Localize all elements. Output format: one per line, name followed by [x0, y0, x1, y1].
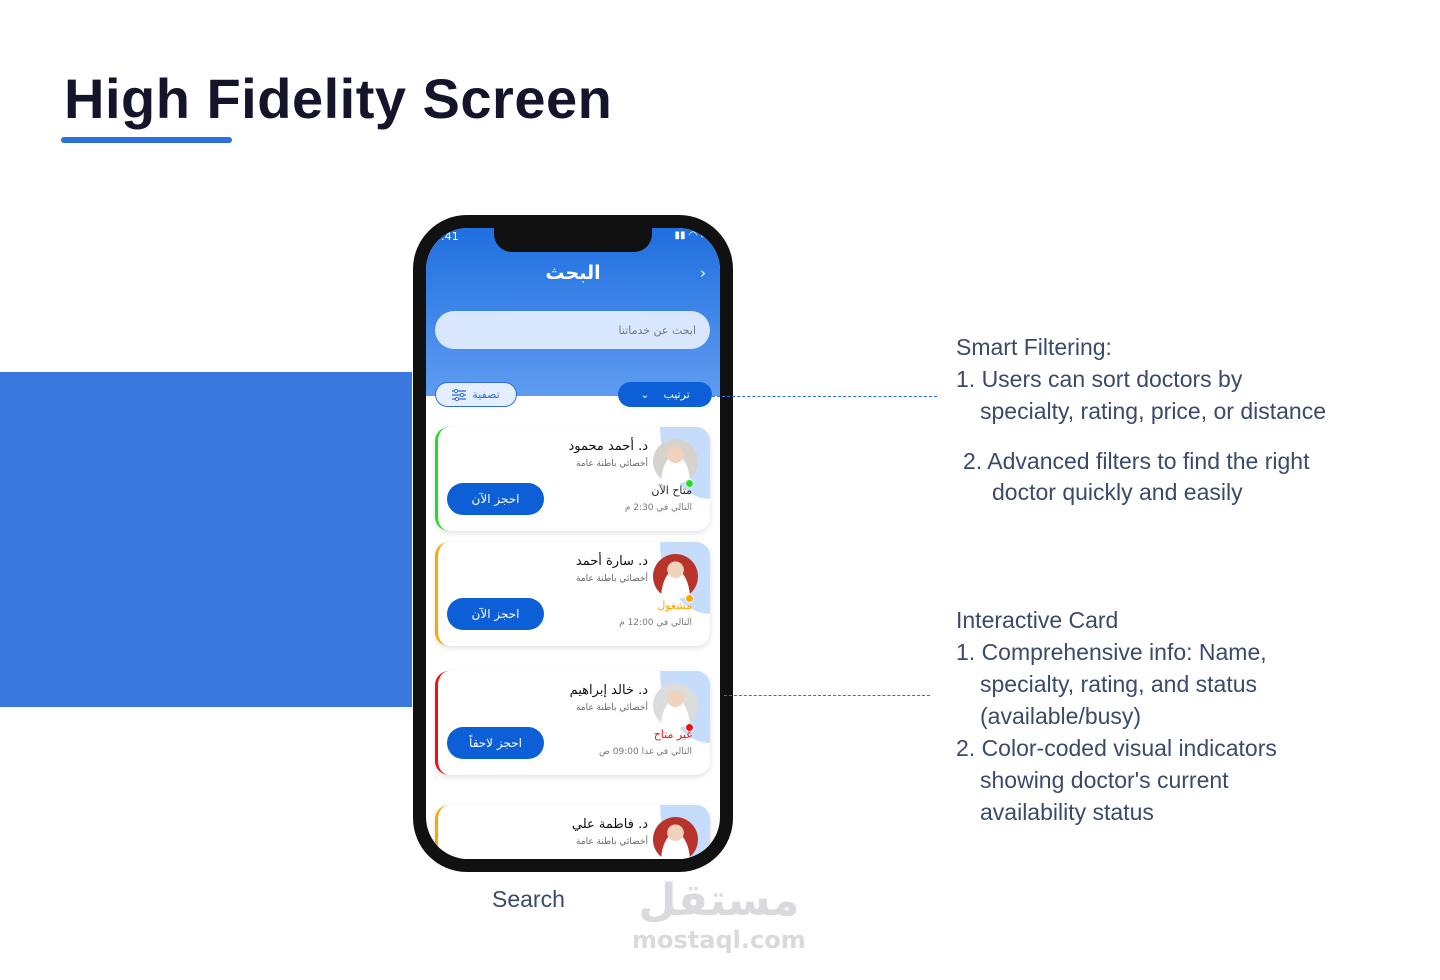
chevron-down-icon: ⌄	[640, 388, 650, 401]
book-button[interactable]: احجز لاحقاً	[447, 727, 544, 759]
book-button[interactable]: احجز الآن	[447, 483, 544, 515]
availability-status: مشغول	[657, 599, 692, 612]
next-slot: التالي في 2:30 م	[624, 503, 692, 513]
status-dot	[685, 594, 694, 603]
note-smart-filtering: Smart Filtering: 1. Users can sort docto…	[956, 334, 1327, 505]
availability-status: متاح الآن	[651, 484, 692, 497]
screen-caption: Search	[492, 886, 565, 912]
doctor-specialty: أخصائي باطنة عامة	[575, 703, 648, 713]
status-dot	[685, 857, 694, 859]
header-title: البحث	[545, 262, 601, 284]
note-interactive-card: Interactive Card 1. Comprehensive info: …	[956, 607, 1277, 825]
doctor-card[interactable]: د. خالد إبراهيم أخصائي باطنة عامة غير متا…	[435, 671, 710, 775]
sort-dropdown[interactable]: ⌄ ترتيب	[618, 382, 712, 407]
sliders-icon	[452, 388, 467, 401]
avatar	[653, 817, 698, 859]
avatar	[653, 683, 698, 728]
header: 9:41 ▮▮ ◠ ▭ البحث ›	[426, 228, 720, 396]
doctor-specialty: أخصائي باطنة عامة	[575, 837, 648, 847]
notch	[494, 228, 652, 252]
watermark-logo: مستقل mostaql.com	[632, 875, 806, 955]
annotation-line-card	[724, 695, 930, 696]
avatar	[653, 439, 698, 484]
phone-screen: 9:41 ▮▮ ◠ ▭ البحث › تصفية ⌄ ترتيب د. أحم…	[426, 228, 720, 859]
doctor-card[interactable]: د. سارة أحمد أخصائي باطنة عامة مشغول التا…	[435, 542, 710, 646]
search-input[interactable]	[435, 311, 710, 349]
filter-button[interactable]: تصفية	[435, 382, 517, 407]
doctor-specialty: أخصائي باطنة عامة	[575, 459, 648, 469]
doctor-card[interactable]: د. فاطمة علي أخصائي باطنة عامة	[435, 805, 710, 859]
avatar	[653, 554, 698, 599]
status-dot	[685, 479, 694, 488]
title-underline	[61, 137, 232, 143]
next-slot: التالي في 12:00 م	[619, 618, 692, 628]
sort-label: ترتيب	[663, 388, 690, 401]
doctor-specialty: أخصائي باطنة عامة	[575, 574, 648, 584]
status-time: 9:41	[434, 230, 459, 243]
page-title: High Fidelity Screen	[64, 67, 613, 130]
annotation-line-filter	[712, 396, 937, 397]
availability-status: غير متاح	[653, 728, 692, 741]
doctor-card[interactable]: د. أحمد محمود أخصائي باطنة عامة متاح الآن…	[435, 427, 710, 531]
doctor-name: د. فاطمة علي	[571, 817, 648, 832]
back-chevron-icon[interactable]: ›	[700, 264, 706, 282]
background-band	[0, 372, 412, 707]
status-icons: ▮▮ ◠ ▭	[674, 230, 710, 241]
doctor-name: د. خالد إبراهيم	[569, 683, 648, 698]
filter-label: تصفية	[472, 388, 500, 401]
phone-mockup: 9:41 ▮▮ ◠ ▭ البحث › تصفية ⌄ ترتيب د. أحم…	[413, 215, 733, 872]
doctor-name: د. أحمد محمود	[568, 439, 648, 454]
next-slot: التالي في غدا 09:00 ص	[599, 747, 692, 757]
doctor-name: د. سارة أحمد	[575, 554, 648, 569]
status-dot	[685, 723, 694, 732]
book-button[interactable]: احجز الآن	[447, 598, 544, 630]
